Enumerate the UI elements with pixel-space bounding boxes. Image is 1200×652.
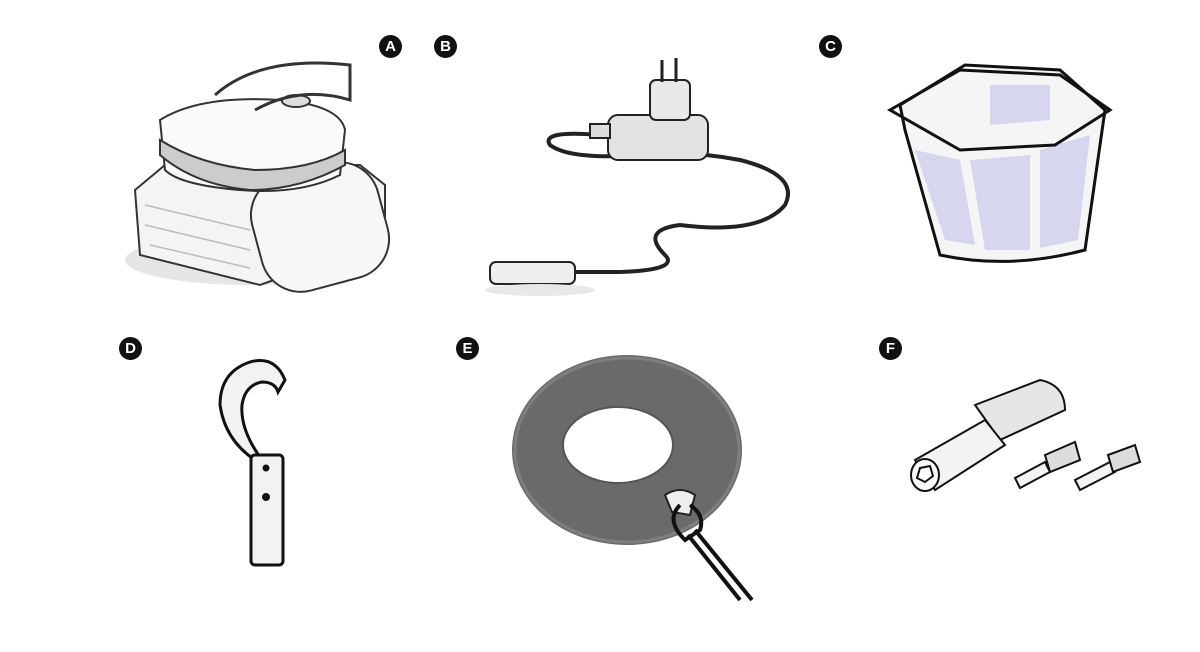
socket-wrench-illustration xyxy=(910,378,1142,492)
label-e: E xyxy=(456,337,479,360)
label-d: D xyxy=(119,337,142,360)
label-f: F xyxy=(879,337,902,360)
filter-basket-illustration xyxy=(886,63,1113,263)
float-ring-illustration xyxy=(512,355,754,602)
pool-robot-illustration xyxy=(125,61,391,293)
label-b: B xyxy=(434,35,457,58)
hook-tool-illustration xyxy=(218,359,287,567)
power-supply-illustration xyxy=(485,58,790,296)
label-a: A xyxy=(379,35,402,58)
label-c: C xyxy=(819,35,842,58)
